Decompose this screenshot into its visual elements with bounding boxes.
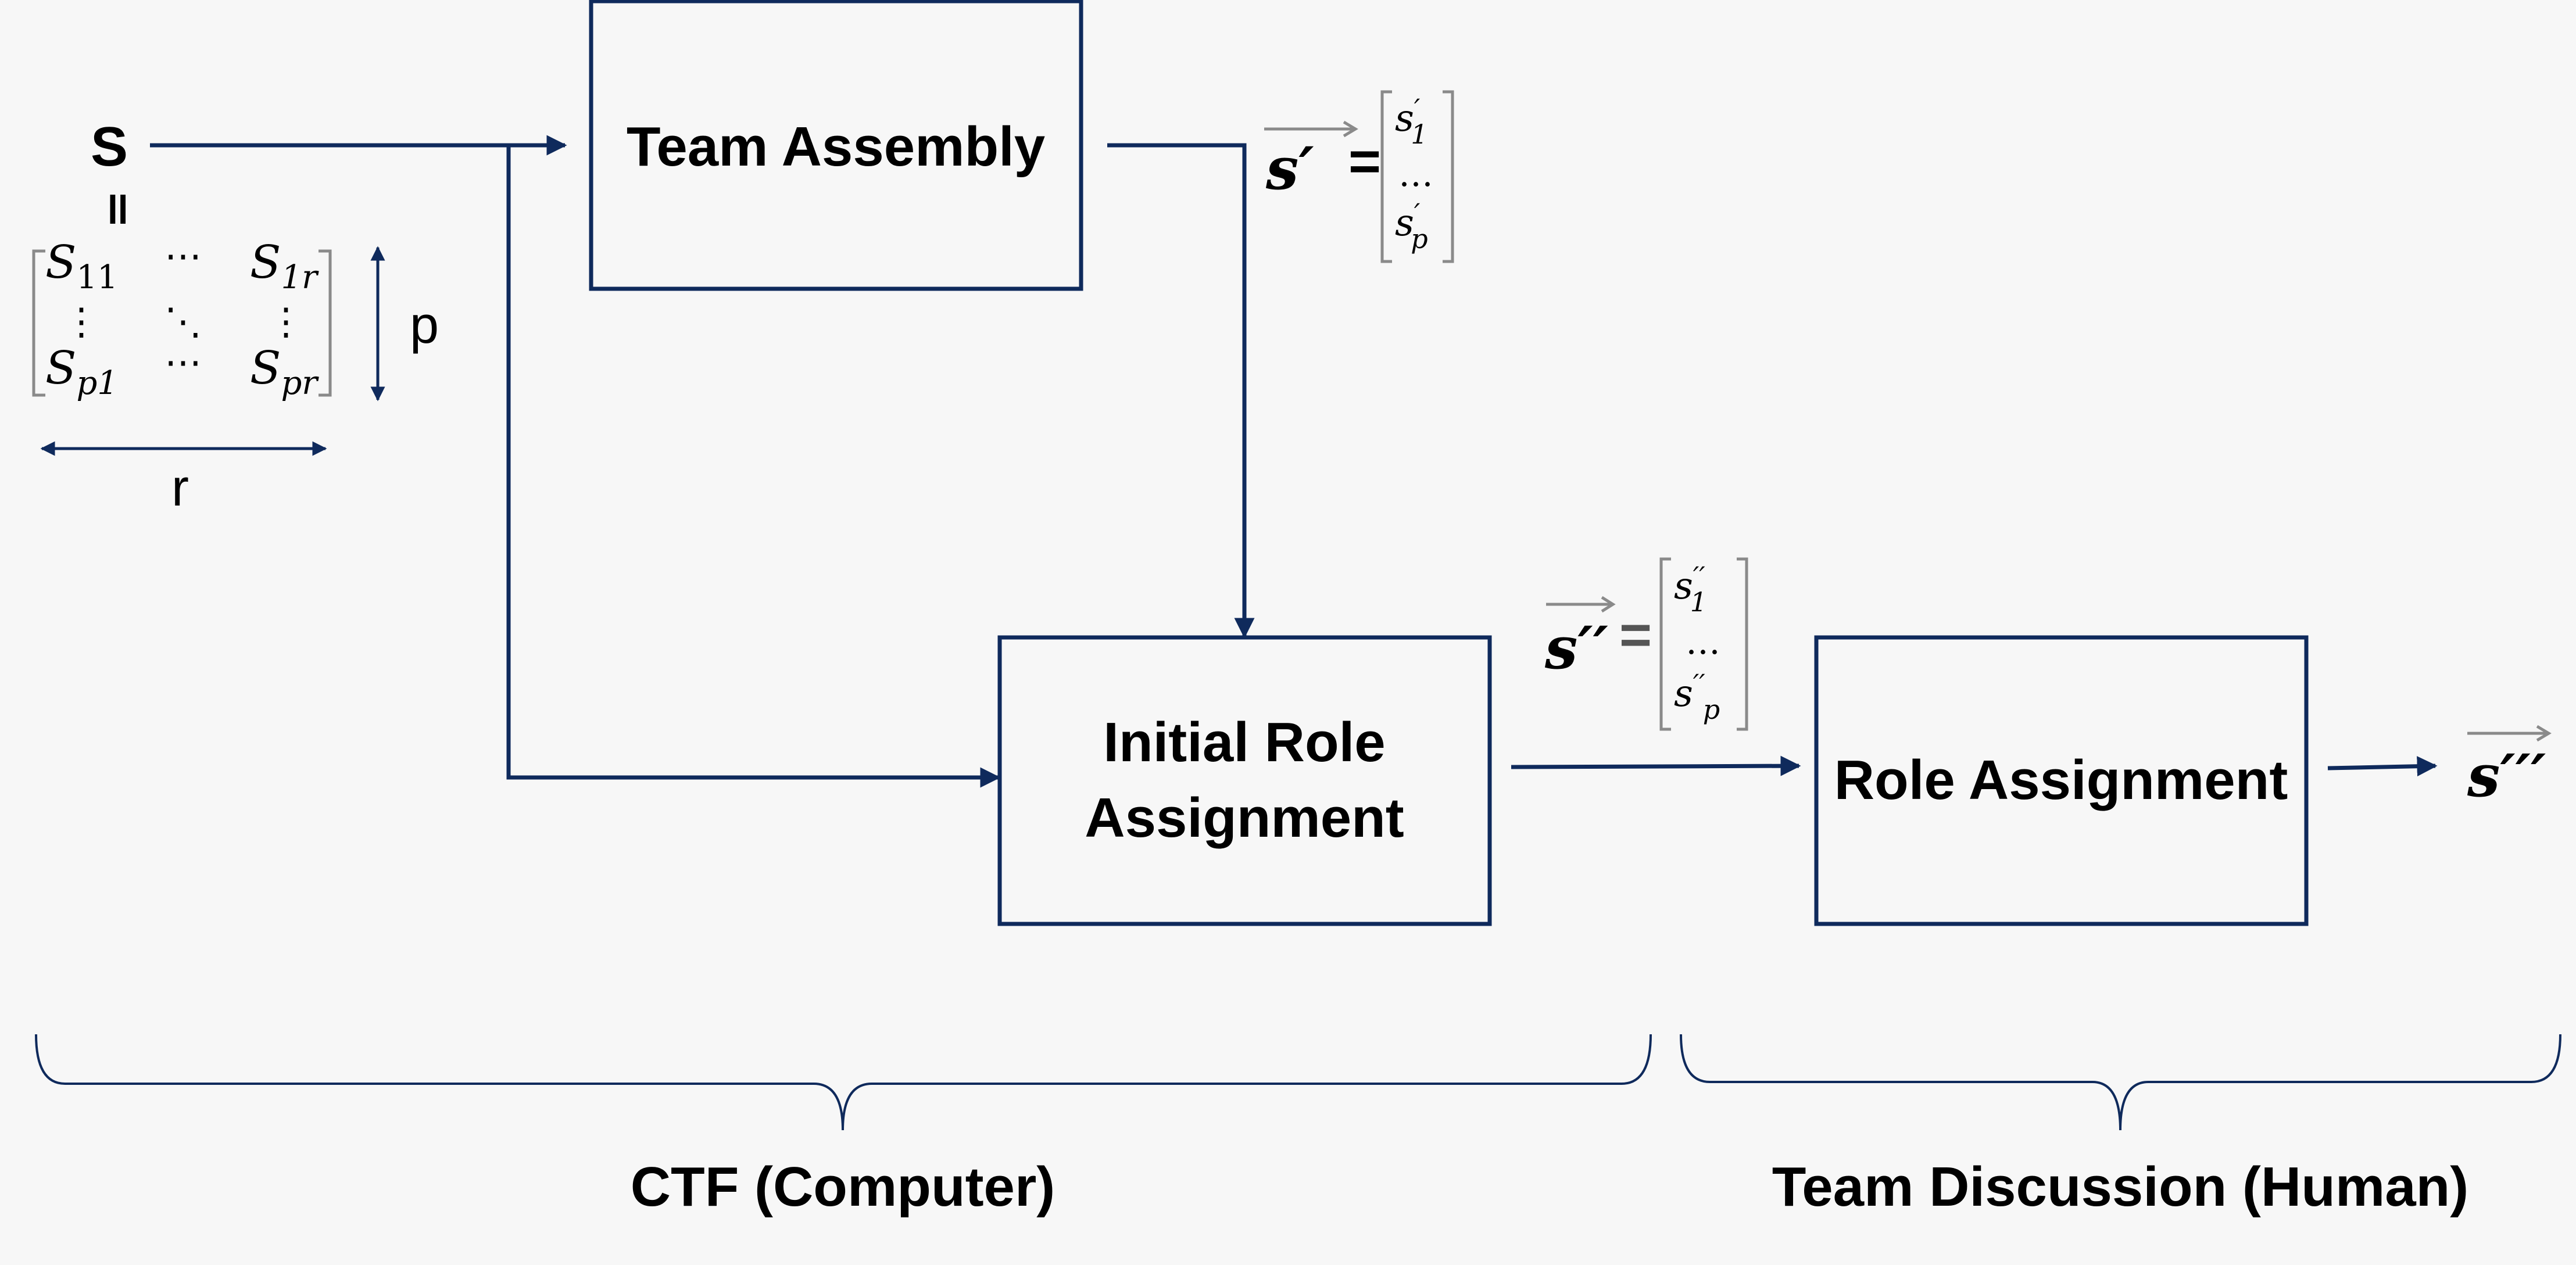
matrix-hdots-top: ⋯ bbox=[164, 235, 202, 278]
matrix-cell-p1: Sp1 bbox=[45, 342, 118, 402]
initial-role-assignment-node: Initial Role Assignment bbox=[997, 635, 1492, 926]
vec-s1-left-bracket bbox=[1380, 90, 1392, 263]
matrix-vdots-right: ⋮ bbox=[267, 300, 305, 343]
vec-s1-mid: … bbox=[1398, 154, 1433, 195]
edge-initial-role-to-role-assignment bbox=[1511, 755, 1801, 776]
input-matrix-group: S = S11 ⋯ S1r ⋮ ⋱ ⋮ Sp1 ⋯ Spr p r bbox=[32, 116, 439, 517]
initial-role-label-line1: Initial Role bbox=[1103, 711, 1385, 773]
matrix-cell-11: S11 bbox=[45, 236, 118, 296]
vec-s1-right-bracket bbox=[1443, 90, 1454, 263]
team-assembly-node: Team Assembly bbox=[589, 0, 1083, 291]
matrix-cell-1r: S1r bbox=[250, 236, 319, 296]
vec-s1-bottom: s′p bbox=[1395, 198, 1428, 255]
vec-s1-symbol: s′ bbox=[1265, 134, 1314, 203]
computer-brace bbox=[35, 1034, 1652, 1131]
edge-role-assignment-to-output bbox=[2327, 756, 2438, 777]
vec-s1-top: s′1 bbox=[1395, 93, 1428, 150]
human-brace bbox=[1680, 1034, 2561, 1131]
human-brace-group: Team Discussion (Human) bbox=[1680, 1034, 2561, 1218]
cols-label: r bbox=[171, 459, 189, 517]
matrix-vdots-left: ⋮ bbox=[63, 300, 100, 343]
vec-s2-overarrow bbox=[1546, 596, 1616, 613]
matrix-ddots: ⋱ bbox=[164, 300, 202, 343]
matrix-hdots-bottom: ⋯ bbox=[164, 341, 202, 384]
computer-brace-group: CTF (Computer) bbox=[35, 1034, 1652, 1218]
matrix-cell-pr: Spr bbox=[250, 342, 319, 402]
human-group-label: Team Discussion (Human) bbox=[1772, 1156, 2468, 1218]
vec-s3-symbol: s′′′ bbox=[2467, 741, 2546, 810]
vec-s2-symbol: s′′ bbox=[1544, 614, 1608, 682]
vec-s2-left-bracket bbox=[1659, 557, 1671, 731]
vec-s2-top: s′′1 bbox=[1674, 561, 1707, 618]
team-assembly-label: Team Assembly bbox=[627, 116, 1045, 178]
matrix-right-bracket bbox=[319, 249, 332, 397]
rows-label: p bbox=[410, 296, 439, 354]
vec-s3-overarrow bbox=[2467, 725, 2552, 742]
vec-s2-mid: … bbox=[1686, 622, 1720, 662]
edge-team-assembly-to-initial-role bbox=[1107, 143, 1255, 639]
input-symbol: S bbox=[91, 116, 128, 178]
vec-s2-bottom: s′′p bbox=[1674, 668, 1720, 725]
vec-s2-equals: = bbox=[1619, 604, 1652, 666]
matrix-left-bracket bbox=[32, 249, 45, 397]
computer-group-label: CTF (Computer) bbox=[631, 1156, 1056, 1218]
role-assignment-node: Role Assignment bbox=[1814, 635, 2309, 926]
role-assignment-label: Role Assignment bbox=[1834, 749, 2288, 811]
vec-s1-overarrow bbox=[1264, 120, 1358, 138]
initial-role-label-line2: Assignment bbox=[1085, 787, 1404, 849]
vector-s-double-prime: s′′ = s′′1 … s′′p bbox=[1544, 557, 1748, 731]
vector-s-prime: s′ = s′1 … s′p bbox=[1264, 90, 1454, 263]
input-equals: = bbox=[92, 189, 147, 228]
vec-s2-right-bracket bbox=[1737, 557, 1748, 731]
vec-s1-equals: = bbox=[1348, 130, 1381, 192]
edge-input-to-initial-role bbox=[506, 145, 1001, 788]
vector-s-triple-prime: s′′′ bbox=[2467, 725, 2552, 810]
